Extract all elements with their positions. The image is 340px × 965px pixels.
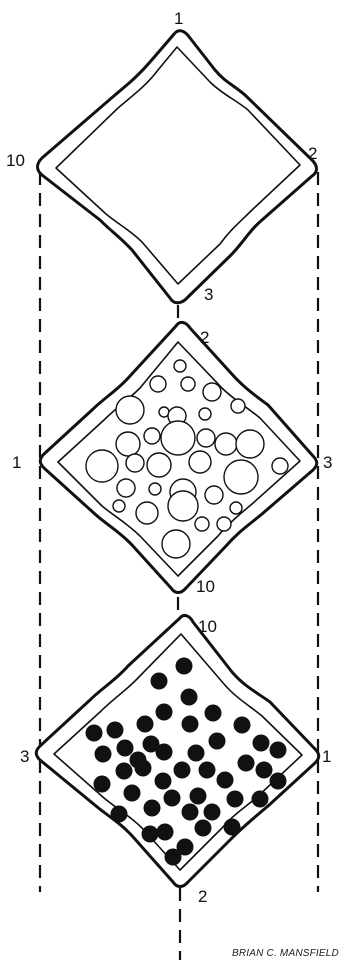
filled-dot [253,735,270,752]
middle-diamond-label-top: 2 [200,328,209,347]
open-circle [126,454,144,472]
middle-diamond-label-left: 1 [12,453,21,472]
open-circle [236,430,264,458]
filled-dot [217,772,234,789]
filled-dot [182,716,199,733]
open-circle [113,500,125,512]
filled-dot [195,820,212,837]
bottom-diamond-label-left: 3 [20,747,29,766]
filled-dot [199,762,216,779]
filled-dot [111,806,128,823]
filled-dot [165,849,182,866]
open-circle [149,483,161,495]
filled-dot [142,826,159,843]
filled-dot [164,790,181,807]
filled-dot [156,704,173,721]
bottom-diamond-label-right: 1 [322,747,331,766]
open-circle [217,517,231,531]
open-circle [168,491,198,521]
filled-dot [181,689,198,706]
open-circle [161,421,195,455]
filled-dot [252,791,269,808]
filled-dot [116,763,133,780]
artist-credit: BRIAN C. MANSFIELD [232,948,339,959]
filled-dot [234,717,251,734]
filled-dot [209,733,226,750]
open-circle [147,453,171,477]
filled-dot [107,722,124,739]
open-circle [116,396,144,424]
open-circle [181,377,195,391]
open-circle [144,428,160,444]
filled-dot [130,752,147,769]
open-circle [86,450,118,482]
filled-dot [205,705,222,722]
bottom-diamond-label-top: 10 [198,617,217,636]
open-circle [174,360,186,372]
filled-dot [95,746,112,763]
filled-dot [137,716,154,733]
filled-dot [188,745,205,762]
filled-dot [86,725,103,742]
filled-dot [174,762,191,779]
filled-dot [270,742,287,759]
open-circle [199,408,211,420]
open-circle [136,502,158,524]
filled-dot [256,762,273,779]
top-diamond-label-left: 10 [6,151,25,170]
open-circle [215,433,237,455]
open-circle [197,429,215,447]
bottom-diamond-label-bottom: 2 [198,887,207,906]
open-circle [162,530,190,558]
top-diamond-label-bottom: 3 [204,285,213,304]
filled-dot [238,755,255,772]
open-circle [117,479,135,497]
filled-dot [156,744,173,761]
open-circle [195,517,209,531]
top-diamond-label-right: 2 [308,144,317,163]
filled-dot [224,819,241,836]
open-circle [116,432,140,456]
bottom-diamond: 10 1 2 3 [20,615,331,906]
open-circle [272,458,288,474]
open-circle [224,460,258,494]
top-diamond-outline [38,31,317,303]
open-circle [150,376,166,392]
open-circle [203,383,221,401]
filled-dot [157,824,174,841]
filled-dot [190,788,207,805]
open-circle [231,399,245,413]
filled-dot [144,800,161,817]
filled-dot [227,791,244,808]
middle-diamond-label-right: 3 [323,453,332,472]
filled-dot [124,785,141,802]
filled-dot [176,658,193,675]
filled-dot [155,773,172,790]
filled-dot [151,673,168,690]
top-diamond: 1 2 3 10 [6,9,317,304]
middle-diamond-label-bottom: 10 [196,577,215,596]
middle-diamond: 2 3 10 1 [12,322,332,596]
filled-dot [117,740,134,757]
filled-dot [94,776,111,793]
open-circle [189,451,211,473]
top-diamond-label-top: 1 [174,9,183,28]
open-circle [230,502,242,514]
filled-dot [204,804,221,821]
filled-dot [182,804,199,821]
filled-dot [270,773,287,790]
open-circle [205,486,223,504]
